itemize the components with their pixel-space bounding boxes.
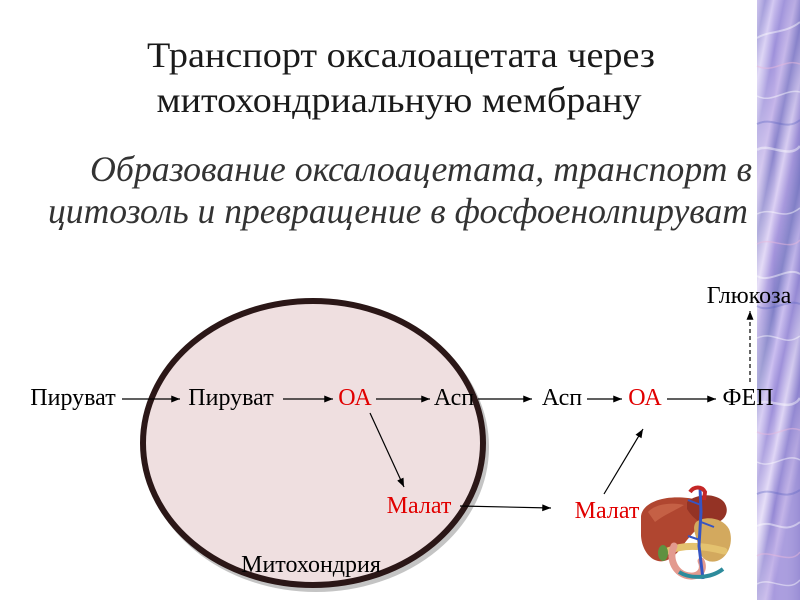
mitochondrion-matrix bbox=[143, 301, 483, 585]
node-glucose: Глюкоза bbox=[707, 283, 792, 309]
decorative-side-strip bbox=[756, 0, 800, 600]
compartment-label-mitochondrion: Митохондрия bbox=[241, 552, 381, 578]
subtitle-line-1: Образование оксалоацетата, транспорт в bbox=[90, 149, 752, 189]
node-aspartate-cytosol: Асп bbox=[542, 385, 582, 411]
artery bbox=[688, 485, 708, 501]
node-oxaloacetate-mitochondrion: ОА bbox=[338, 385, 372, 411]
node-pyruvate-cytosol: Пируват bbox=[30, 385, 116, 411]
liver-illustration bbox=[641, 485, 731, 580]
portal-vein bbox=[697, 486, 705, 580]
arrow-oa-to-malate bbox=[369, 412, 405, 488]
arrow-malate-export bbox=[459, 504, 552, 512]
mitochondrion bbox=[140, 298, 489, 592]
arrow-malate-to-oa bbox=[603, 428, 644, 495]
node-malate-mitochondrion: Малат bbox=[387, 493, 452, 519]
node-pep: ФЕП bbox=[723, 385, 774, 411]
node-oxaloacetate-cytosol: ОА bbox=[628, 385, 662, 411]
title-line-1: Транспорт оксалоацетата через bbox=[147, 35, 655, 75]
node-aspartate-mitochondrion: Асп bbox=[434, 385, 474, 411]
mitochondrion-membrane bbox=[140, 298, 486, 588]
gallbladder bbox=[658, 545, 668, 561]
title-line-2: митохондриальную мембрану bbox=[157, 80, 642, 120]
subtitle-line-2: цитозоль и превращение в фосфоенолпирува… bbox=[48, 191, 748, 231]
lower-vessel bbox=[677, 567, 725, 579]
node-malate-cytosol: Малат bbox=[575, 498, 640, 524]
node-pyruvate-mitochondrion: Пируват bbox=[188, 385, 274, 411]
liver-highlight bbox=[648, 503, 684, 522]
vein-branches bbox=[687, 499, 715, 541]
